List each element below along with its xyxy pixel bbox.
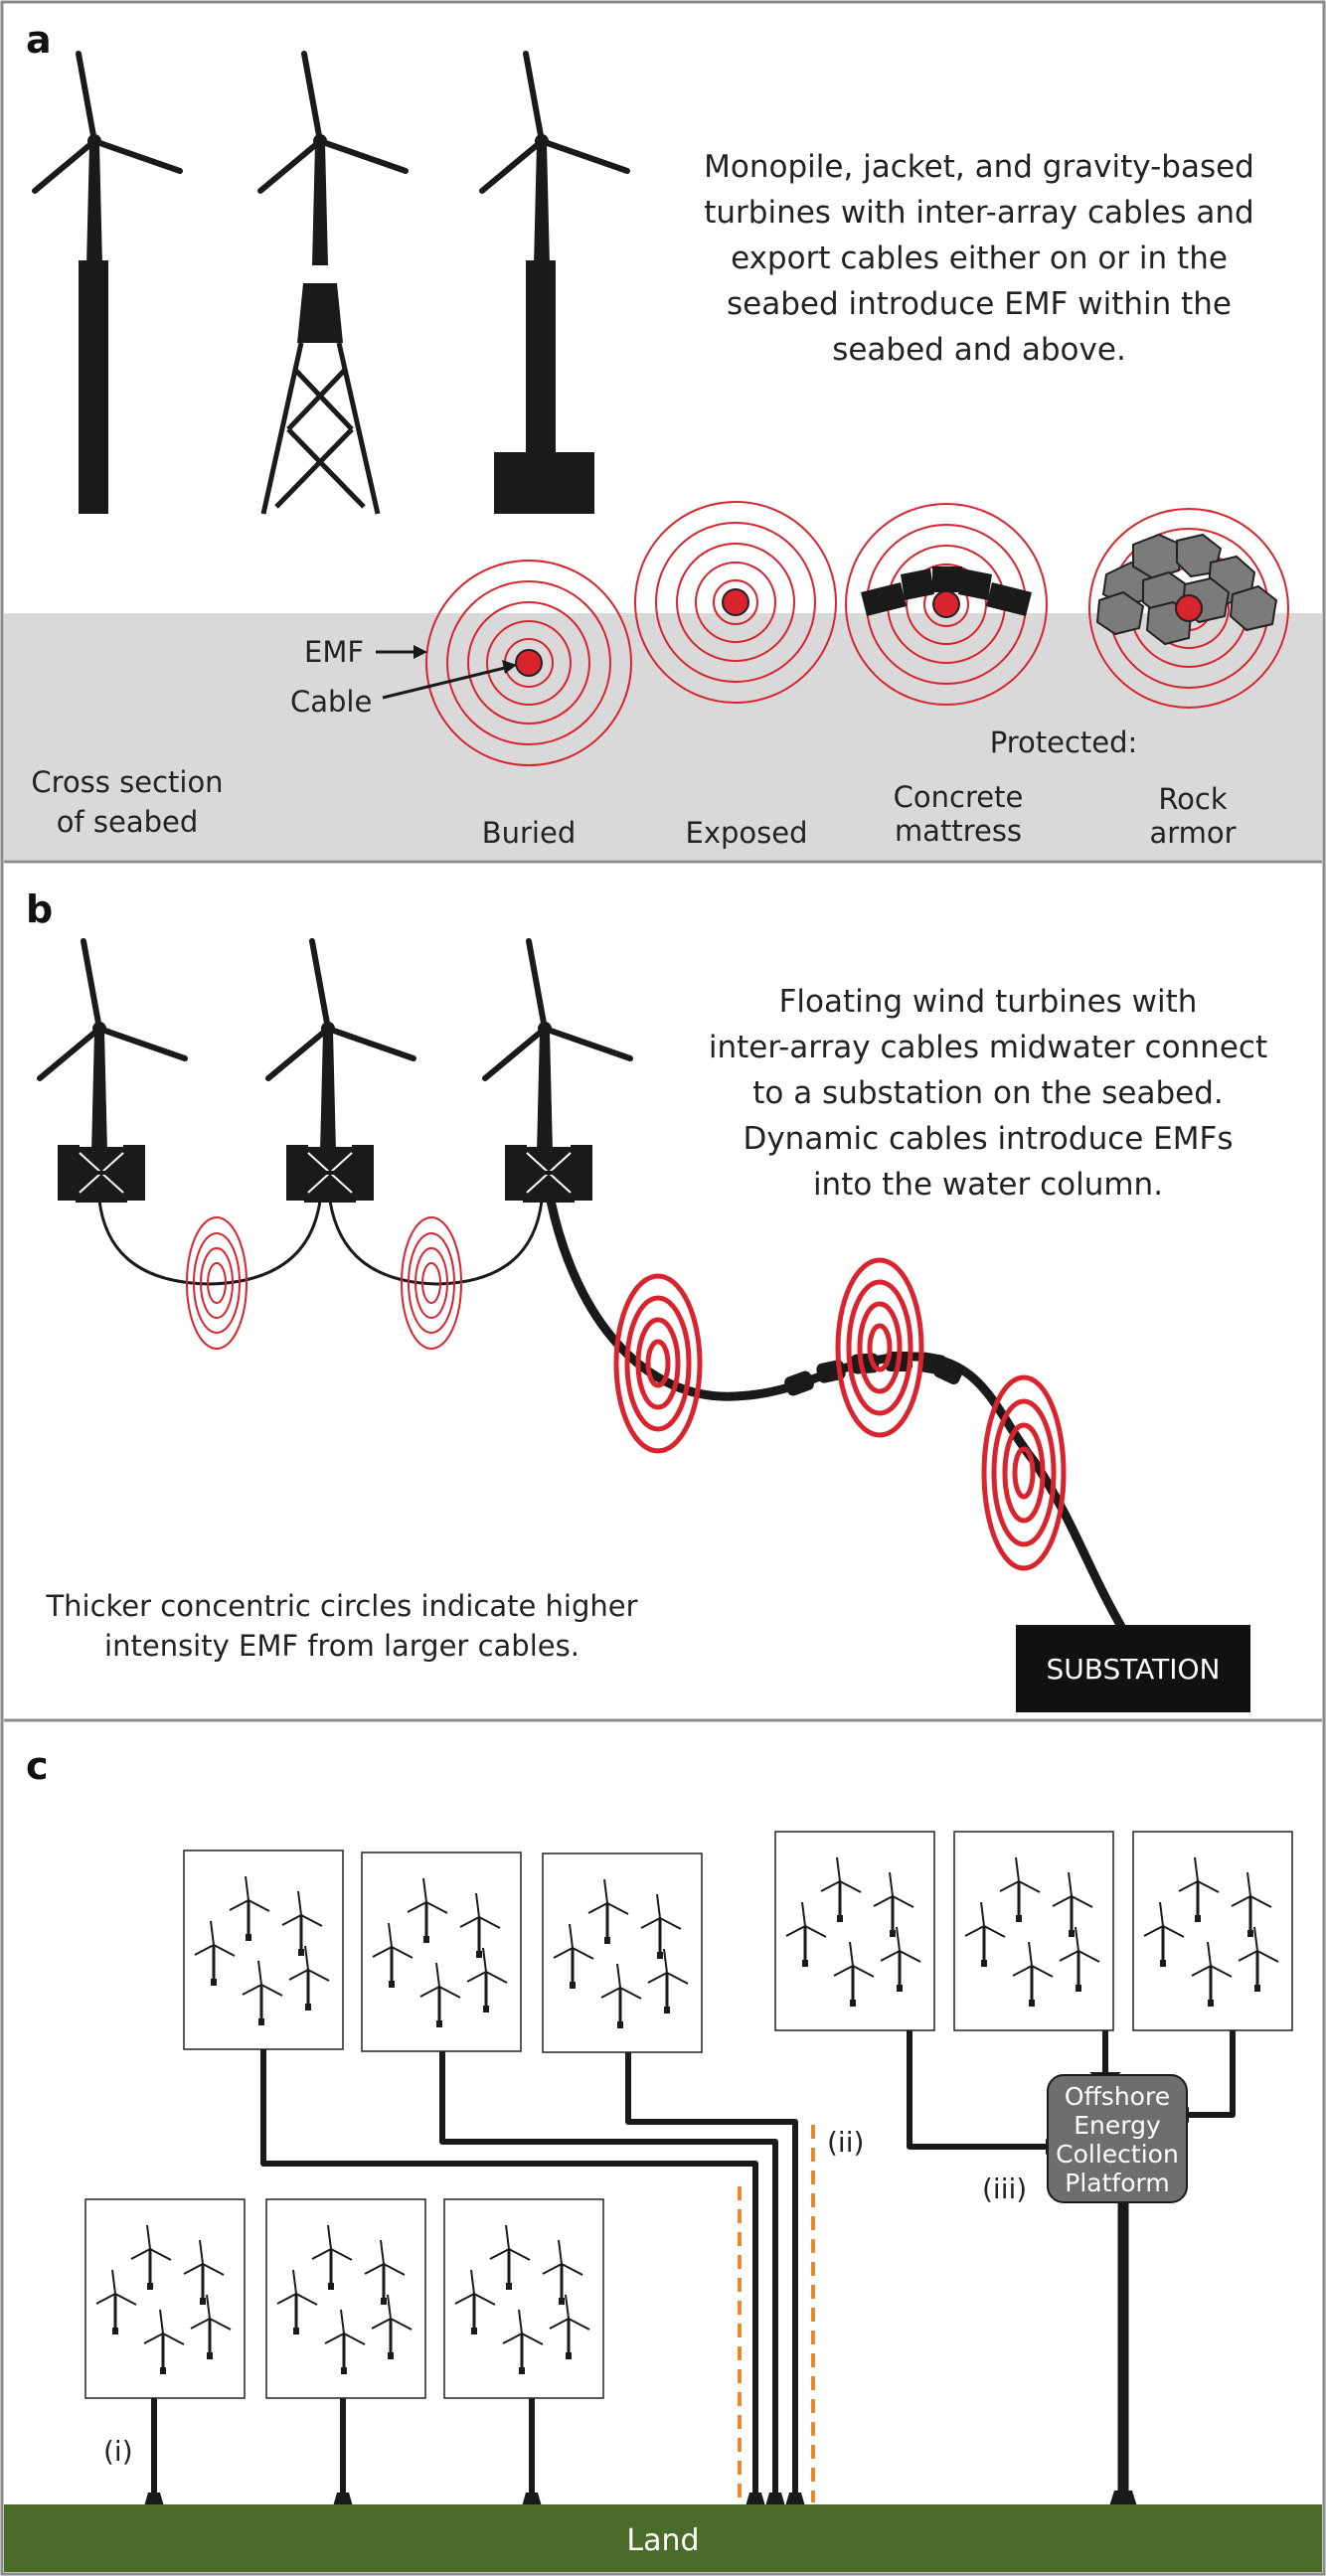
rock-armor-label: Rock bbox=[1158, 782, 1228, 816]
rock-armor-label: armor bbox=[1149, 816, 1236, 850]
emf-arrowhead bbox=[414, 645, 427, 659]
emf-rings-large bbox=[835, 1257, 924, 1438]
thickness-note: intensity EMF from larger cables. bbox=[104, 1629, 580, 1663]
wind-farm bbox=[85, 2199, 245, 2398]
wind-farm bbox=[266, 2199, 425, 2398]
wind-farm bbox=[184, 1851, 343, 2049]
description-line: export cables either on or in the bbox=[731, 241, 1228, 276]
marker-ii-label: (ii) bbox=[827, 2126, 864, 2159]
wind-farm bbox=[775, 1832, 934, 2030]
panel-b: b SUBSTATION bbox=[26, 887, 1267, 1712]
thickness-note: Thicker concentric circles indicate high… bbox=[45, 1589, 637, 1623]
inter-array-cable bbox=[328, 1200, 544, 1286]
emf-label: EMF bbox=[304, 635, 364, 669]
cable-concrete bbox=[932, 590, 960, 618]
marker-iii-label: (iii) bbox=[982, 2173, 1027, 2205]
platform-label: Platform bbox=[1065, 2169, 1169, 2197]
gravity-based-turbine bbox=[482, 54, 627, 514]
land-label: Land bbox=[626, 2523, 699, 2558]
floating-turbine bbox=[40, 941, 185, 1205]
rock-armor bbox=[1095, 533, 1278, 646]
panel-b-label: b bbox=[26, 887, 53, 931]
cross-section-label: Cross section bbox=[31, 765, 223, 799]
emf-rings-exposed bbox=[634, 501, 837, 704]
emf-rings-buried bbox=[425, 560, 632, 766]
cable-buried bbox=[515, 649, 543, 677]
description-line: inter-array cables midwater connect bbox=[709, 1030, 1267, 1065]
seabed-cross-section bbox=[4, 613, 1322, 860]
description-line: Floating wind turbines with bbox=[779, 984, 1198, 1020]
platform-label: Collection bbox=[1056, 2140, 1179, 2169]
concrete-mattress bbox=[861, 566, 1032, 616]
description-line: Dynamic cables introduce EMFs bbox=[743, 1121, 1233, 1157]
emf-rings-large bbox=[981, 1374, 1067, 1571]
concrete-mattress-label: mattress bbox=[895, 814, 1022, 848]
land-strip bbox=[4, 2504, 1322, 2572]
concrete-mattress-label: Concrete bbox=[894, 780, 1024, 814]
emf-rings-large bbox=[613, 1273, 703, 1454]
panel-c-label: c bbox=[26, 1744, 49, 1788]
description-line: into the water column. bbox=[813, 1167, 1163, 1203]
cable-arrowhead bbox=[502, 660, 517, 674]
jacket-turbine bbox=[260, 54, 406, 515]
marker-i-label: (i) bbox=[103, 2435, 133, 2468]
floating-turbine bbox=[485, 941, 630, 1205]
description-line: turbines with inter-array cables and bbox=[704, 195, 1254, 231]
platform-label: Offshore bbox=[1065, 2082, 1170, 2111]
exposed-label: Exposed bbox=[686, 816, 808, 850]
wind-farm bbox=[1133, 1832, 1292, 2030]
panel-a-label: a bbox=[26, 18, 52, 62]
offshore-energy-collection-platform bbox=[1047, 2074, 1188, 2203]
cable-exposed bbox=[722, 588, 749, 616]
wind-farm bbox=[543, 1853, 702, 2052]
monopile-turbine bbox=[35, 54, 180, 514]
description-line: seabed introduce EMF within the bbox=[727, 286, 1232, 322]
cable-label: Cable bbox=[290, 685, 372, 719]
cable-arrow bbox=[382, 666, 506, 700]
panel-a-description: Monopile, jacket, and gravity-based turb… bbox=[704, 149, 1254, 368]
platform-label: Energy bbox=[1074, 2111, 1161, 2140]
cable-rock-armor bbox=[1175, 594, 1203, 622]
substation-label: SUBSTATION bbox=[1046, 1653, 1220, 1686]
description-line: Monopile, jacket, and gravity-based bbox=[704, 149, 1254, 185]
cross-section-label: of seabed bbox=[57, 805, 199, 839]
description-line: to a substation on the seabed. bbox=[752, 1075, 1224, 1111]
panel-b-description: Floating wind turbines with inter-array … bbox=[709, 984, 1267, 1203]
wind-farm bbox=[954, 1832, 1113, 2030]
floating-turbine bbox=[268, 941, 414, 1205]
substation-box bbox=[1016, 1625, 1250, 1712]
description-line: seabed and above. bbox=[832, 332, 1126, 368]
emf-rings-small bbox=[186, 1216, 248, 1350]
radial-export-cables bbox=[151, 2047, 798, 2504]
panel-a: a Monopile, jacket, and g bbox=[4, 18, 1322, 860]
buried-label: Buried bbox=[482, 816, 577, 850]
panel-c: c bbox=[4, 1744, 1322, 2572]
wind-farm bbox=[444, 2199, 603, 2398]
emf-rings-small bbox=[401, 1216, 462, 1350]
protected-label: Protected: bbox=[990, 725, 1138, 759]
landfall-anchors bbox=[144, 2491, 1137, 2506]
wind-farm bbox=[362, 1852, 521, 2051]
